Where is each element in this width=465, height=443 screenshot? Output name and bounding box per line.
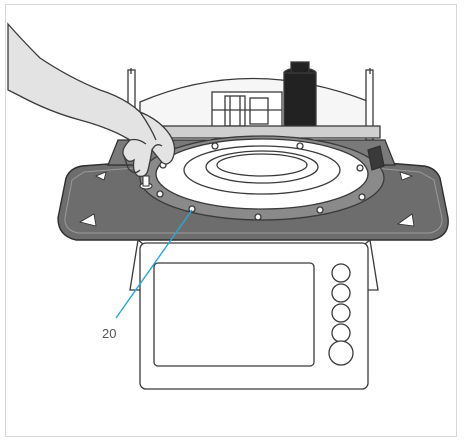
upper-housing bbox=[127, 61, 381, 141]
side-clamp bbox=[367, 145, 385, 171]
callout-line bbox=[115, 209, 193, 319]
warning-triangle-icon bbox=[78, 171, 415, 227]
round-platform bbox=[139, 135, 385, 221]
display-unit bbox=[129, 238, 379, 390]
hand-illustration bbox=[7, 22, 176, 178]
callout-label: 20 bbox=[102, 326, 117, 341]
screw-icon bbox=[139, 175, 153, 190]
figure-frame bbox=[5, 4, 457, 437]
